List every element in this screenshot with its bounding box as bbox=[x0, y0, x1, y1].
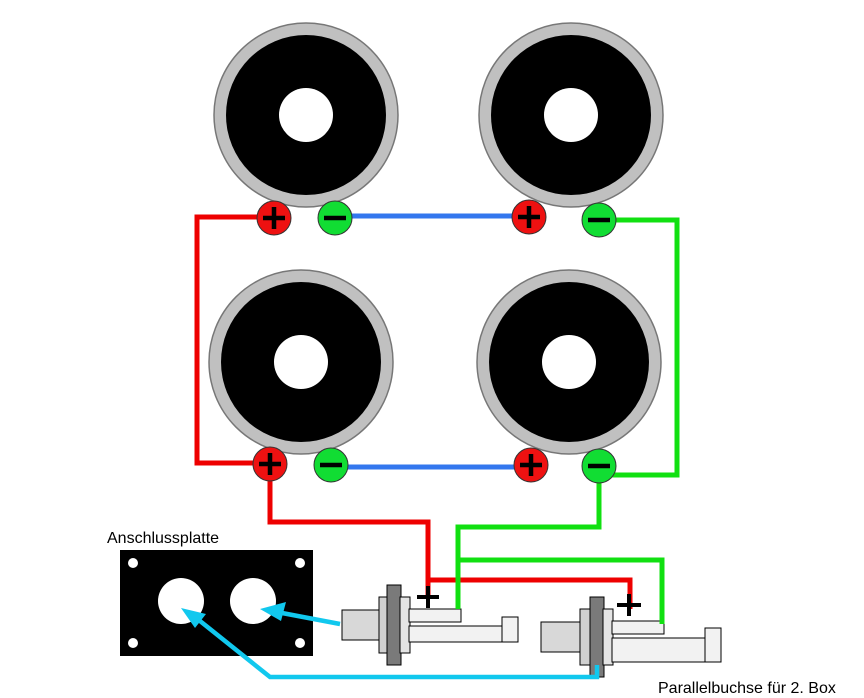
jack-2 bbox=[540, 596, 722, 678]
speaker-top-right bbox=[478, 22, 664, 208]
positive-terminal bbox=[252, 446, 288, 482]
negative-terminal bbox=[581, 448, 617, 484]
speaker-top-left bbox=[213, 22, 399, 208]
arrow-head bbox=[181, 608, 206, 628]
parallel-jack-label: Parallelbuchse für 2. Box bbox=[658, 680, 836, 697]
plate-link bbox=[198, 610, 600, 680]
negative-terminal bbox=[581, 202, 617, 238]
series-links bbox=[331, 213, 531, 470]
negative-wire bbox=[455, 217, 680, 624]
negative-terminal bbox=[317, 200, 353, 236]
positive-terminal bbox=[513, 447, 549, 483]
jack-plus-mark bbox=[417, 586, 439, 608]
jack-plus-mark bbox=[617, 594, 641, 616]
plate-socket-right bbox=[230, 578, 276, 624]
connection-plate bbox=[120, 550, 313, 656]
speaker-bottom-left bbox=[208, 269, 394, 455]
connection-plate-label: Anschlussplatte bbox=[107, 530, 220, 547]
positive-terminal bbox=[256, 200, 292, 236]
positive-terminal bbox=[511, 199, 547, 235]
negative-terminal bbox=[313, 447, 349, 483]
jack-1 bbox=[341, 584, 519, 666]
speaker-bottom-right bbox=[476, 269, 662, 455]
arrow-head bbox=[260, 602, 286, 621]
